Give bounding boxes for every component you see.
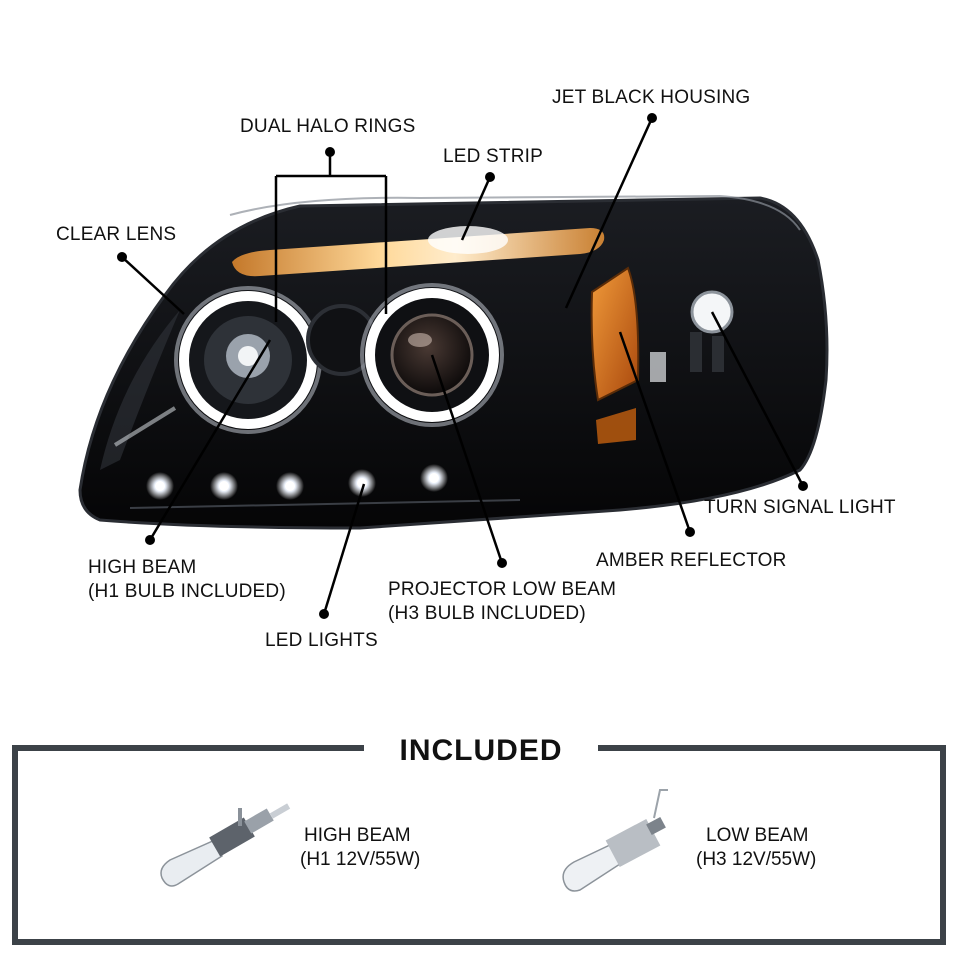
included-high-beam-spec: (H1 12V/55W) xyxy=(300,849,421,870)
amber-reflector xyxy=(590,266,640,402)
included-low-beam-spec: (H3 12V/55W) xyxy=(696,849,817,870)
label-clear-lens: CLEAR LENS xyxy=(56,224,177,245)
included-high-beam-label: HIGH BEAM (H1 12V/55W) xyxy=(300,824,424,872)
label-high-beam-bulb: (H1 BULB INCLUDED) xyxy=(88,581,286,602)
label-led-strip: LED STRIP xyxy=(443,146,543,167)
included-low-beam-label: LOW BEAM (H3 12V/55W) xyxy=(696,824,826,872)
included-frame-top-left xyxy=(12,745,364,751)
label-projector-bulb: (H3 BULB INCLUDED) xyxy=(388,603,586,624)
label-high-beam: HIGH BEAM xyxy=(88,557,197,578)
included-frame xyxy=(12,748,946,945)
label-projector-low-beam: PROJECTOR LOW BEAM xyxy=(388,579,617,600)
included-high-beam-name: HIGH BEAM xyxy=(304,825,411,846)
led-lights-row xyxy=(146,464,448,500)
label-jet-black-housing: JET BLACK HOUSING xyxy=(552,87,751,108)
included-low-beam-name: LOW BEAM xyxy=(706,825,809,846)
label-led-lights: LED LIGHTS xyxy=(265,630,378,651)
included-frame-top-right xyxy=(598,745,946,751)
label-amber-reflector: AMBER REFLECTOR xyxy=(596,550,787,571)
h1-bulb-image xyxy=(160,803,291,887)
included-title: INCLUDED xyxy=(399,734,563,767)
h3-bulb-image xyxy=(562,789,668,892)
label-dual-halo-rings: DUAL HALO RINGS xyxy=(240,116,416,137)
label-turn-signal-light: TURN SIGNAL LIGHT xyxy=(704,497,896,518)
led-strip xyxy=(232,228,605,277)
